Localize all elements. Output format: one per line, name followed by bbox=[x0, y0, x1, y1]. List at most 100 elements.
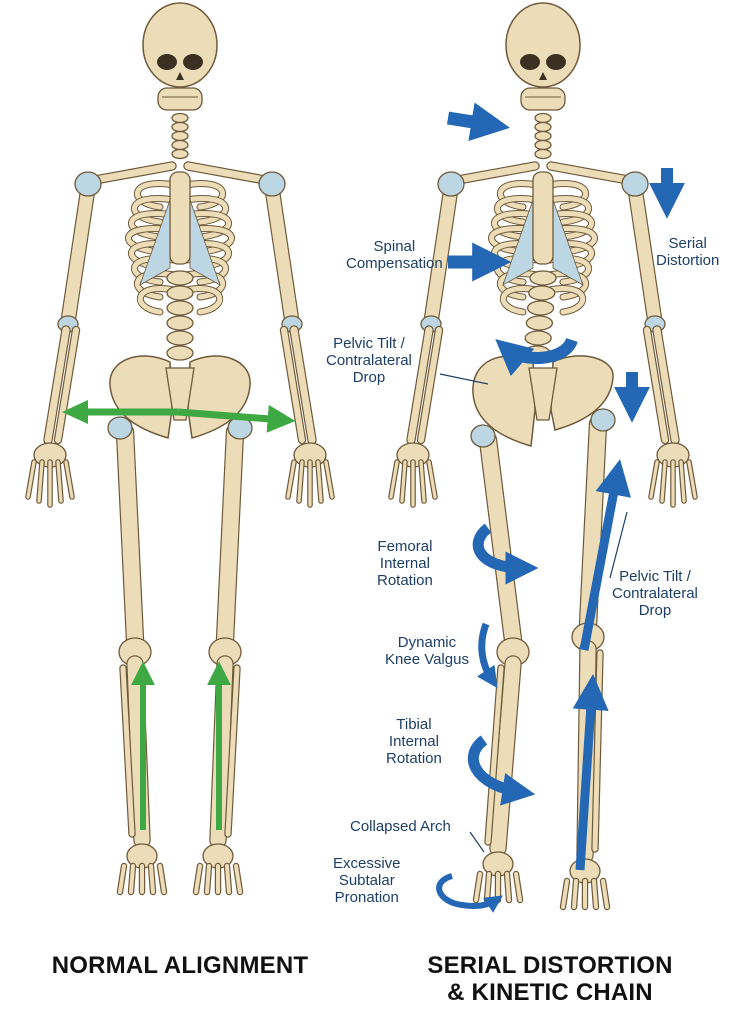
finger-left bbox=[64, 460, 74, 499]
fibula-right bbox=[225, 665, 240, 837]
toe-left bbox=[149, 864, 155, 894]
rib-right bbox=[546, 226, 597, 255]
rib-left bbox=[129, 211, 177, 240]
toe-right bbox=[561, 879, 569, 909]
ulna-right bbox=[644, 327, 668, 443]
rib-left bbox=[494, 196, 540, 225]
rib-left bbox=[134, 181, 177, 210]
tibia-left bbox=[490, 656, 521, 856]
rib-left bbox=[126, 226, 177, 255]
toe-right bbox=[234, 864, 242, 894]
toe-right bbox=[205, 864, 211, 894]
neck-arrow bbox=[446, 102, 510, 141]
toe-left bbox=[158, 864, 166, 894]
finger-left bbox=[400, 460, 407, 503]
femur-left bbox=[480, 432, 521, 648]
clavicle-right bbox=[184, 162, 269, 184]
shoulder-left bbox=[74, 171, 102, 197]
label-collapsed-arch: Collapsed Arch bbox=[350, 818, 451, 835]
rib-right bbox=[183, 286, 223, 315]
cervical-vertebra bbox=[534, 121, 552, 133]
humerus-left bbox=[61, 181, 95, 329]
finger-left bbox=[56, 460, 63, 503]
cervical-vertebra bbox=[171, 121, 189, 133]
toe-right bbox=[225, 864, 231, 894]
femur-right bbox=[217, 424, 243, 648]
fibula-left bbox=[485, 665, 504, 845]
sternum bbox=[532, 171, 554, 265]
toe-right bbox=[601, 879, 609, 909]
rib-right bbox=[546, 271, 589, 300]
toe-left bbox=[505, 872, 511, 902]
cervical-vertebra bbox=[171, 112, 189, 124]
rib-left bbox=[137, 286, 177, 315]
cervical-vertebra bbox=[534, 148, 552, 160]
rib-left bbox=[131, 196, 177, 225]
ulna-left bbox=[418, 327, 442, 443]
finger-left bbox=[419, 460, 426, 503]
arrow-layer bbox=[62, 102, 685, 913]
normal-skeleton bbox=[25, 2, 335, 896]
toe-left bbox=[485, 872, 491, 902]
radius-left bbox=[44, 326, 70, 444]
knee-valgus-arrow bbox=[477, 622, 498, 689]
toe-left bbox=[474, 872, 482, 902]
pronation-arrow bbox=[436, 873, 503, 913]
cervical-vertebra bbox=[534, 112, 552, 124]
rib-right bbox=[546, 196, 592, 225]
rib-right bbox=[183, 226, 234, 255]
femur-left bbox=[117, 424, 143, 648]
toe-left bbox=[129, 864, 135, 894]
humerus-right bbox=[265, 181, 299, 329]
cervical-vertebra bbox=[171, 130, 189, 142]
clavicle-left bbox=[91, 162, 176, 184]
eye-socket-right bbox=[546, 54, 566, 70]
pelvis-left bbox=[109, 355, 173, 439]
femur-rotation-arrow bbox=[472, 523, 539, 585]
rib-right bbox=[183, 196, 229, 225]
lumbar-vertebra bbox=[166, 345, 194, 361]
lumbar-vertebra bbox=[528, 285, 556, 301]
finger-right bbox=[286, 460, 296, 499]
lumbar-vertebra bbox=[166, 300, 194, 316]
jaw bbox=[157, 87, 203, 111]
radius-left bbox=[407, 326, 433, 444]
clavicle-right bbox=[547, 162, 632, 184]
radius-right bbox=[290, 326, 316, 444]
hip-joint-left bbox=[470, 424, 496, 448]
rib-left bbox=[492, 211, 540, 240]
rib-right bbox=[183, 271, 226, 300]
humerus-right bbox=[628, 181, 662, 329]
leader-lines bbox=[439, 373, 628, 853]
normal-pelvis-arrow-left-head bbox=[62, 400, 88, 424]
finger-right bbox=[679, 460, 686, 503]
femur-chain-arrow bbox=[579, 459, 632, 651]
toe-right bbox=[194, 864, 202, 894]
rib-left bbox=[500, 286, 540, 315]
eye-socket-left bbox=[520, 54, 540, 70]
radius-right bbox=[653, 326, 679, 444]
normal-pelvis-arrow bbox=[75, 412, 283, 420]
sternum bbox=[169, 171, 191, 265]
lumbar-vertebra bbox=[166, 270, 194, 286]
hip-joint-right bbox=[590, 408, 616, 432]
rib-left bbox=[497, 181, 540, 210]
rib-right bbox=[183, 181, 226, 210]
shoulder-right bbox=[258, 171, 286, 197]
pelvis-right bbox=[187, 355, 251, 439]
rib-left bbox=[134, 271, 177, 300]
lumbar-vertebra bbox=[166, 315, 194, 331]
toe-left bbox=[118, 864, 126, 894]
cervical-vertebra bbox=[171, 148, 189, 160]
eye-socket-right bbox=[183, 54, 203, 70]
humerus-left bbox=[424, 181, 458, 329]
